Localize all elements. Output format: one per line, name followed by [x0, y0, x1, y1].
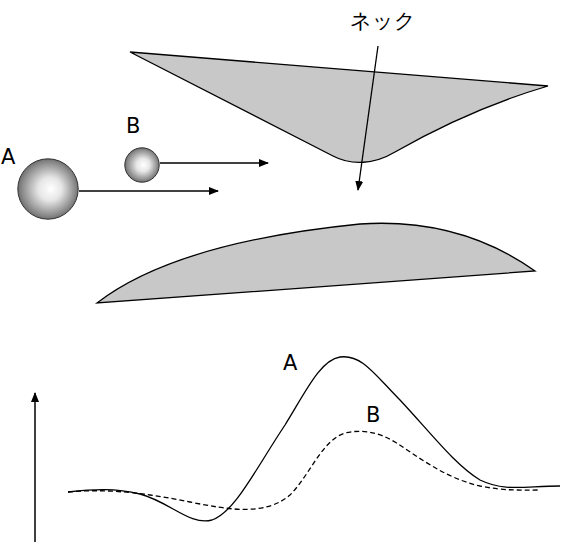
- curve-label: B: [366, 404, 380, 427]
- lower-wall: [97, 223, 535, 303]
- upper-wall: [130, 52, 548, 162]
- signal-curve-a: [68, 357, 560, 521]
- particle-sphere: [124, 147, 160, 183]
- particle-label: A: [1, 146, 15, 169]
- signal-curve-b: [68, 431, 540, 509]
- particle: A: [17, 158, 79, 220]
- velocity-arrow: [160, 162, 268, 163]
- leader-arrow: [358, 46, 378, 190]
- curve-label: A: [283, 352, 297, 375]
- signal-axis: [34, 393, 36, 542]
- particle-sphere: [17, 158, 79, 220]
- velocity-arrow: [79, 190, 218, 191]
- part-name: ネック: [350, 10, 416, 33]
- particle: B: [124, 147, 160, 183]
- particle-label: B: [126, 115, 140, 138]
